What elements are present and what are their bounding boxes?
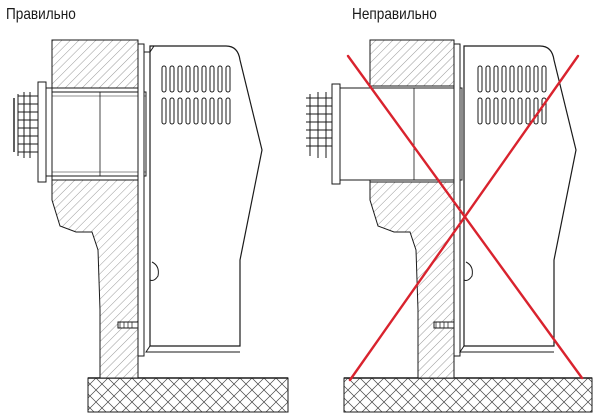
correct-installation: [13, 39, 289, 413]
floor-left: [87, 377, 289, 413]
flue-terminal-left: [13, 81, 53, 183]
incorrect-installation: [306, 39, 593, 413]
heater-louvers-left: [161, 65, 231, 125]
mounting-plate-right: [453, 43, 461, 357]
flue-terminal-right: [306, 83, 341, 185]
caption-correct: Правильно: [6, 6, 76, 23]
flue-duct-right: [339, 87, 463, 181]
heater-body-right: [463, 45, 577, 347]
caption-incorrect: Неправильно: [352, 6, 437, 23]
heater-louvers-right: [477, 65, 547, 125]
flue-duct-left: [51, 91, 147, 177]
incorrect-cross-mark: [346, 54, 584, 382]
floor-right: [343, 377, 593, 413]
mounting-plate-left: [137, 43, 145, 357]
